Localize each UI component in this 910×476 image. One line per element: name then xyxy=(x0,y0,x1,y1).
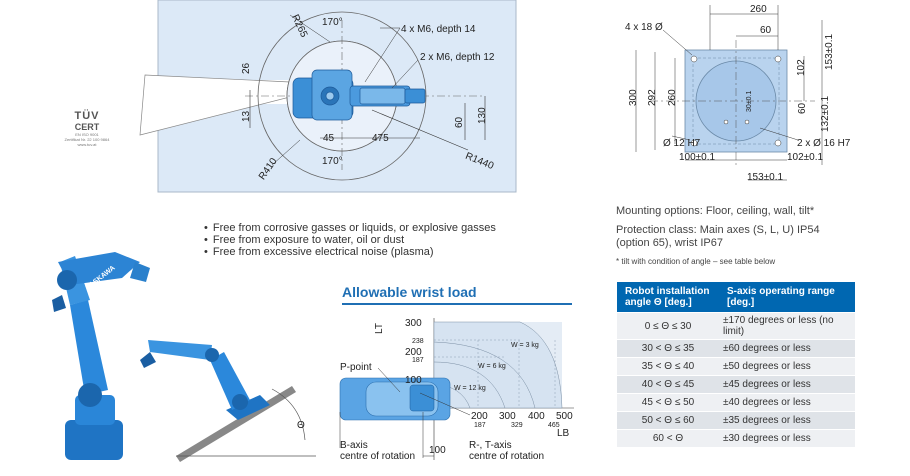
base-label-102b: 102±0.1 xyxy=(787,152,824,163)
label-m6-depth12: 2 x M6, depth 12 xyxy=(420,52,495,63)
table-row: 0 ≤ Θ ≤ 30 ±170 degrees or less (no limi… xyxy=(617,312,855,340)
table-row: 40 < Θ ≤ 45 ±45 degrees or less xyxy=(617,375,855,394)
list-item: Free from exposure to water, oil or dust xyxy=(204,234,496,246)
label-angle-bottom: 170° xyxy=(322,156,343,167)
label-475: 475 xyxy=(372,133,389,144)
base-label-292: 292 xyxy=(647,89,658,106)
table-cell-angle: 60 < Θ xyxy=(617,429,719,447)
tuv-cert-logo: TÜV CERT EN ISO 9001 Zertifikat Nr. 22 1… xyxy=(58,110,116,147)
label-130: 130 xyxy=(477,107,488,124)
tuv-line-2: Zertifikat Nr. 22 100 9864 xyxy=(64,137,110,142)
label-angle-top: 170° xyxy=(322,17,343,28)
wrist-ytick-238: 238 xyxy=(412,338,424,345)
wrist-axis-lb: LB xyxy=(557,428,570,439)
wrist-axis-lt: LT xyxy=(374,323,385,334)
wrist-curve-w12: W = 12 kg xyxy=(454,385,486,392)
tuv-line-3: www.tuv.at xyxy=(77,142,97,147)
table-header-angle: Robot installation angle Θ [deg.] xyxy=(617,282,719,313)
table-header-row: Robot installation angle Θ [deg.] S-axis… xyxy=(617,282,855,313)
wrist-load-title: Allowable wrist load xyxy=(342,284,477,300)
robot-illustration-tilted xyxy=(140,340,316,462)
table-row: 30 < Θ ≤ 35 ±60 degrees or less xyxy=(617,339,855,358)
wrist-curve-w3: W = 3 kg xyxy=(511,342,539,349)
wrist-xtick-500: 500 xyxy=(556,411,573,422)
table-cell-angle: 50 < Θ ≤ 60 xyxy=(617,411,719,430)
wrist-dim-100: 100 xyxy=(429,445,446,456)
base-label-100: 100±0.1 xyxy=(679,152,716,163)
robot-top-view xyxy=(292,69,426,121)
base-label-153: 153±0.1 xyxy=(824,33,835,70)
tuv-line-1: EN ISO 9001 xyxy=(75,132,99,137)
wrist-b-axis: B-axis xyxy=(340,440,368,451)
base-label-12h7: Ø 12 H7 xyxy=(663,138,701,149)
table-cell-angle: 30 < Θ ≤ 35 xyxy=(617,339,719,358)
table-cell-range: ±40 degrees or less xyxy=(719,393,855,412)
wrist-xtick-200: 200 xyxy=(471,411,488,422)
table-cell-angle: 45 < Θ ≤ 50 xyxy=(617,393,719,412)
label-45: 45 xyxy=(323,133,335,144)
base-label-30: 30±0.1 xyxy=(746,91,753,112)
wrist-rt-axis: R-, T-axis xyxy=(469,440,512,451)
wrist-ytick-200: 200 xyxy=(405,347,422,358)
table-row: 60 < Θ ±30 degrees or less xyxy=(617,429,855,447)
table-cell-range: ±45 degrees or less xyxy=(719,375,855,394)
table-header-range: S-axis operating range [deg.] xyxy=(719,282,855,313)
table-cell-range: ±170 degrees or less (no limit) xyxy=(719,312,855,340)
list-item: Free from corrosive gasses or liquids, o… xyxy=(204,222,496,234)
environment-list: Free from corrosive gasses or liquids, o… xyxy=(204,222,496,258)
label-13: 13 xyxy=(241,110,252,122)
base-label-60-right: 60 xyxy=(797,102,808,114)
wrist-xtick-187: 187 xyxy=(474,422,486,429)
tuv-logo-sub: CERT xyxy=(74,122,100,132)
wrist-ytick-300: 300 xyxy=(405,318,422,329)
wrist-xtick-465: 465 xyxy=(548,422,560,429)
wrist-ytick-187: 187 xyxy=(412,357,424,364)
wrist-b-axis-2: centre of rotation xyxy=(340,451,415,462)
robot-illustration-upright xyxy=(52,252,150,460)
base-label-300: 300 xyxy=(628,89,639,106)
table-cell-range: ±50 degrees or less xyxy=(719,357,855,376)
table-row: 35 < Θ ≤ 40 ±50 degrees or less xyxy=(617,357,855,376)
label-m6-depth14: 4 x M6, depth 14 xyxy=(401,24,476,35)
wrist-xtick-300: 300 xyxy=(499,411,516,422)
wrist-xtick-400: 400 xyxy=(528,411,545,422)
wrist-p-point: P-point xyxy=(340,362,372,373)
base-label-holes-18: 4 x 18 Ø xyxy=(625,22,663,33)
wrist-rt-axis-2: centre of rotation xyxy=(469,451,544,462)
base-label-16h7: 2 x Ø 16 H7 xyxy=(797,138,851,149)
wrist-ytick-100: 100 xyxy=(405,375,422,386)
base-label-153b: 153±0.1 xyxy=(747,172,784,183)
mounting-options: Mounting options: Floor, ceiling, wall, … xyxy=(616,205,815,217)
wrist-load-chart xyxy=(339,318,574,460)
table-cell-range: ±30 degrees or less xyxy=(719,429,855,447)
s-axis-table: Robot installation angle Θ [deg.] S-axis… xyxy=(617,282,855,447)
tilt-footnote: * tilt with condition of angle – see tab… xyxy=(616,257,776,266)
list-item: Free from excessive electrical noise (pl… xyxy=(204,246,496,258)
table-row: 45 < Θ ≤ 50 ±40 degrees or less xyxy=(617,393,855,412)
table-cell-range: ±60 degrees or less xyxy=(719,339,855,358)
wrist-curve-w6: W = 6 kg xyxy=(478,363,506,370)
tuv-logo-text: TÜV xyxy=(74,110,100,122)
base-label-60-top: 60 xyxy=(760,25,772,36)
label-26: 26 xyxy=(241,62,252,74)
base-label-102: 102 xyxy=(796,59,807,76)
table-row: 50 < Θ ≤ 60 ±35 degrees or less xyxy=(617,411,855,430)
base-label-260-top: 260 xyxy=(750,4,767,15)
table-cell-angle: 35 < Θ ≤ 40 xyxy=(617,357,719,376)
table-cell-angle: 0 ≤ Θ ≤ 30 xyxy=(617,312,719,340)
protection-class: Protection class: Main axes (S, L, U) IP… xyxy=(616,224,820,249)
wrist-xtick-329: 329 xyxy=(511,422,523,429)
base-drawing xyxy=(635,5,823,181)
base-label-260-left: 260 xyxy=(667,89,678,106)
base-label-132: 132±0.1 xyxy=(820,95,831,132)
table-cell-range: ±35 degrees or less xyxy=(719,411,855,430)
table-cell-angle: 40 < Θ ≤ 45 xyxy=(617,375,719,394)
wrist-load-divider xyxy=(342,303,572,305)
label-60: 60 xyxy=(454,116,465,128)
tilt-angle-symbol: Θ xyxy=(297,420,305,431)
